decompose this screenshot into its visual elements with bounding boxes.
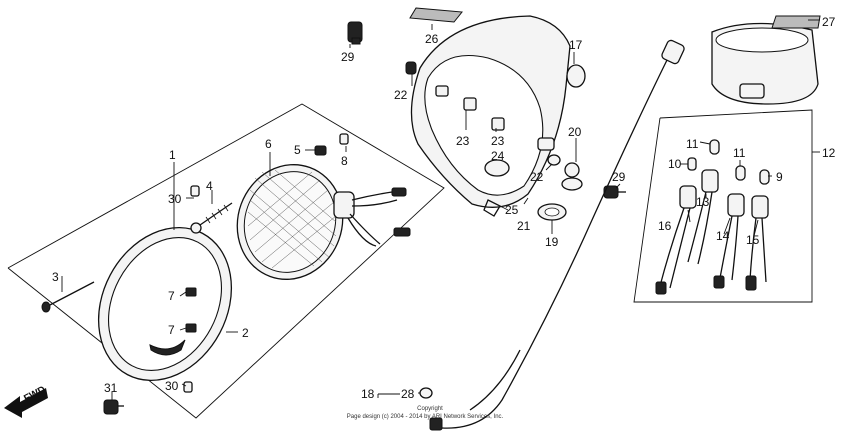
callout-5: 5 — [294, 143, 301, 157]
callout-31: 31 — [104, 381, 118, 395]
fwd-arrow-icon — [4, 388, 48, 418]
bulb-10 — [687, 157, 697, 171]
callout-23-right: 23 — [491, 134, 505, 148]
bulb-9 — [759, 169, 770, 185]
callout-1: 1 — [169, 148, 176, 162]
grommet-22-lower — [547, 154, 561, 166]
bolt-30-lower — [183, 381, 193, 393]
seal-28 — [419, 387, 433, 399]
bolt-31 — [103, 399, 124, 415]
callout-21: 21 — [517, 219, 531, 233]
callout-30-lower: 30 — [165, 379, 179, 393]
callout-11-right: 11 — [733, 146, 746, 160]
callout-4: 4 — [206, 179, 213, 193]
headlight-case — [410, 15, 571, 217]
sealed-beam-unit — [236, 164, 411, 280]
bolt-29-lower — [603, 185, 626, 199]
callout-29-lower: 29 — [612, 170, 626, 184]
callout-28: 28 — [401, 387, 415, 401]
callout-11-left: 11 — [686, 137, 699, 151]
callout-10: 10 — [668, 157, 682, 171]
cap-17 — [566, 64, 586, 88]
callout-8: 8 — [341, 154, 348, 168]
callout-24: 24 — [491, 149, 505, 163]
callout-7-lower: 7 — [168, 323, 175, 337]
speedometer-cable — [429, 39, 685, 431]
callout-29-upper: 29 — [341, 50, 355, 64]
callout-18: 18 — [361, 387, 375, 401]
headlight-rim — [97, 226, 233, 382]
callout-20: 20 — [568, 125, 582, 139]
callout-12: 12 — [822, 146, 836, 160]
copyright-line-2: Page design (c) 2004 - 2014 by ARI Netwo… — [347, 414, 504, 420]
leader-lines — [61, 19, 820, 400]
socket-15 — [745, 195, 769, 291]
callout-6: 6 — [265, 137, 272, 151]
bolt-29-upper — [347, 21, 363, 45]
callout-22-lower: 22 — [530, 170, 544, 184]
meter-housing — [711, 22, 819, 105]
screw-3 — [41, 281, 95, 313]
callout-26: 26 — [425, 32, 439, 46]
socket-16 — [655, 185, 697, 295]
callout-2: 2 — [242, 326, 249, 340]
adjusting-screw-4 — [190, 202, 233, 234]
bulb-11-left — [709, 139, 720, 155]
callout-13: 13 — [696, 195, 710, 209]
collar-20 — [564, 162, 580, 178]
label-27 — [771, 15, 821, 29]
copyright-line-1: Copyright — [417, 406, 443, 412]
grommet-22-upper — [405, 61, 417, 75]
spring-8 — [339, 133, 349, 145]
callout-14: 14 — [716, 229, 730, 243]
nut-7-upper — [185, 287, 197, 297]
socket-14 — [713, 193, 745, 289]
clip-5 — [314, 145, 327, 156]
callout-3: 3 — [52, 270, 59, 284]
callout-7-upper: 7 — [168, 289, 175, 303]
callout-30-upper: 30 — [168, 192, 182, 206]
callout-25: 25 — [505, 203, 519, 217]
bolt-30-upper — [190, 185, 200, 197]
nut-19 — [537, 203, 567, 221]
callout-17: 17 — [569, 38, 583, 52]
callout-22-upper: 22 — [394, 88, 408, 102]
callout-16: 16 — [658, 219, 672, 233]
bulb-11-right — [735, 165, 746, 181]
callout-19: 19 — [545, 235, 559, 249]
callout-23-left: 23 — [456, 134, 470, 148]
ring-20 — [561, 177, 583, 191]
callout-27: 27 — [822, 15, 836, 29]
callout-15: 15 — [746, 233, 760, 247]
meter-wiring-box — [633, 109, 813, 303]
callout-labels: 1 2 3 4 5 6 7 7 8 9 10 11 11 12 13 14 15… — [52, 15, 836, 401]
callout-9: 9 — [776, 170, 783, 184]
label-plate-26 — [409, 7, 463, 23]
socket-13 — [687, 169, 719, 265]
nut-7-lower — [185, 323, 197, 333]
